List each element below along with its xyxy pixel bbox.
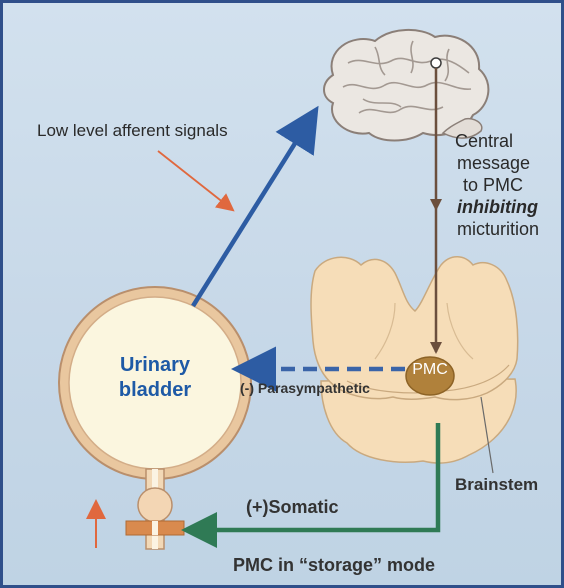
central-message-line-3: to PMC	[455, 174, 539, 196]
storage-mode-label: PMC in “storage” mode	[233, 555, 435, 576]
afferent-indicator-arrow	[158, 151, 229, 207]
parasympathetic-label: (-) Parasympathetic	[240, 380, 370, 396]
bladder-icon	[59, 287, 251, 549]
central-message-label: Central message to PMC inhibiting mictur…	[455, 130, 539, 240]
brain-icon	[324, 30, 488, 141]
bladder-label: Urinary bladder	[101, 353, 209, 403]
brain-origin-dot	[431, 58, 441, 68]
central-message-line-2: message	[455, 152, 539, 174]
central-message-line-4: inhibiting	[455, 196, 539, 218]
bladder-label-line-1: Urinary	[101, 353, 209, 378]
central-arrowhead-upper	[430, 199, 442, 211]
somatic-label: (+)Somatic	[246, 497, 339, 518]
central-message-line-1: Central	[455, 130, 539, 152]
afferent-arrow	[193, 121, 309, 306]
pmc-label: PMC	[406, 361, 454, 379]
central-message-line-5: micturition	[455, 218, 539, 240]
brainstem-label: Brainstem	[455, 475, 538, 495]
bladder-label-line-2: bladder	[101, 378, 209, 403]
afferent-signals-label: Low level afferent signals	[37, 121, 228, 141]
